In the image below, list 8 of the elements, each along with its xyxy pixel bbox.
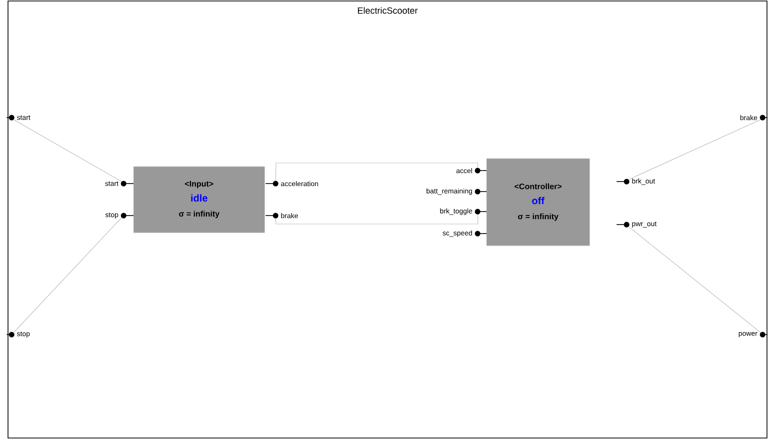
- model-block: <Input> idle σ = infinity: [133, 166, 265, 233]
- connector-line: [275, 214, 478, 224]
- connector-line: [13, 217, 122, 333]
- connector-line: [275, 162, 478, 181]
- connector-line: [628, 226, 761, 333]
- model-block: <Controller> off σ = infinity: [486, 158, 590, 246]
- connector-line: [628, 119, 761, 180]
- connector-line: [13, 119, 122, 182]
